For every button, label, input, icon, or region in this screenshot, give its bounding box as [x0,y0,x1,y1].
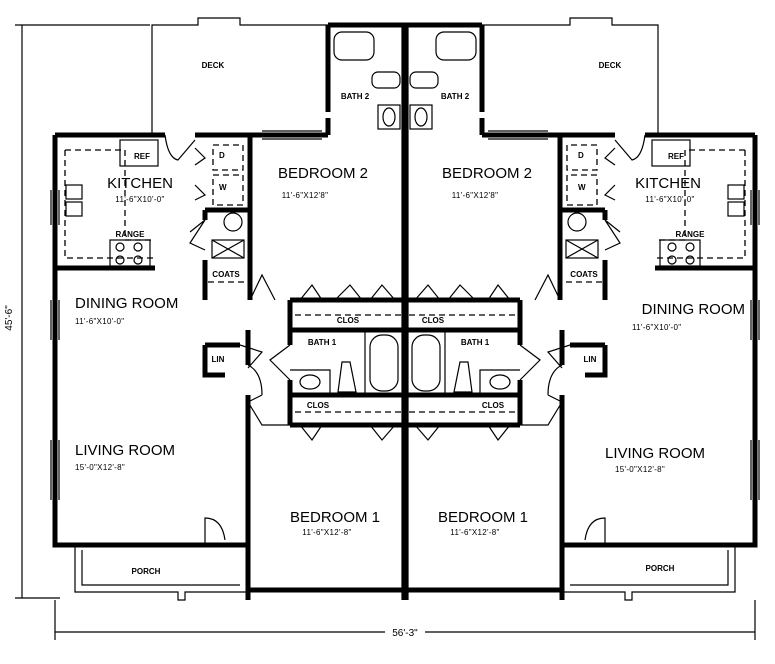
depth-label: 45'-6" [4,305,15,331]
clos-lower-label: CLOS [307,401,330,410]
bedroom2-label: BEDROOM 2 [278,165,368,182]
dining-label: DINING ROOM [642,301,745,318]
bedroom1-label: BEDROOM 1 [290,509,380,526]
bath1-label: BATH 1 [461,338,490,347]
ref-label: REF [668,152,684,161]
range-label: RANGE [676,230,706,239]
living-label: LIVING ROOM [605,445,705,462]
kitchen-size: 11'-6"X10'-0" [645,195,694,204]
bedroom2-size: 11'-6"X12'8" [282,191,328,200]
bath2-label: BATH 2 [341,92,370,101]
deck-label: DECK [202,61,225,70]
bedroom1-size: 11'-6"X12'-8" [450,528,499,537]
clos-upper-label: CLOS [337,316,360,325]
right-unit-labels: DECK BATH 2 KITCHEN 11'-6"X10'-0" REF RA… [422,61,745,573]
washer-label: W [219,183,227,192]
lin-label: LIN [584,355,597,364]
range-label: RANGE [116,230,146,239]
left-unit-labels: DECK BATH 2 KITCHEN 11'-6"X10'-0" REF RA… [75,61,380,576]
washer-label: W [578,183,586,192]
width-label: 56'-3" [392,628,418,639]
dining-label: DINING ROOM [75,295,178,312]
living-size: 15'-0"X12'-8" [75,463,125,472]
porch-label: PORCH [132,567,161,576]
dimension-width: 56'-3" [54,600,756,640]
dryer-label: D [578,151,584,160]
dimension-depth: 45'-6" [4,24,150,599]
coats-label: COATS [212,270,240,279]
dining-size: 11'-6"X10'-0" [75,317,124,326]
bedroom2-label: BEDROOM 2 [442,165,532,182]
lin-label: LIN [212,355,225,364]
bath1-label: BATH 1 [308,338,337,347]
kitchen-size: 11'-6"X10'-0" [115,195,164,204]
dryer-label: D [219,151,225,160]
kitchen-label: KITCHEN [107,175,173,192]
porch-label: PORCH [646,564,675,573]
clos-lower-label: CLOS [482,401,505,410]
bedroom1-size: 11'-6"X12'-8" [302,528,351,537]
kitchen-label: KITCHEN [635,175,701,192]
bath2-label: BATH 2 [441,92,470,101]
dining-size: 11'-6"X10'-0" [632,323,681,332]
bedroom2-size: 11'-6"X12'8" [452,191,498,200]
ref-label: REF [134,152,150,161]
deck-label: DECK [599,61,622,70]
party-wall [401,25,409,600]
bedroom1-label: BEDROOM 1 [438,509,528,526]
coats-label: COATS [570,270,598,279]
living-label: LIVING ROOM [75,442,175,459]
clos-upper-label: CLOS [422,316,445,325]
living-size: 15'-0"X12'-8" [615,465,665,474]
